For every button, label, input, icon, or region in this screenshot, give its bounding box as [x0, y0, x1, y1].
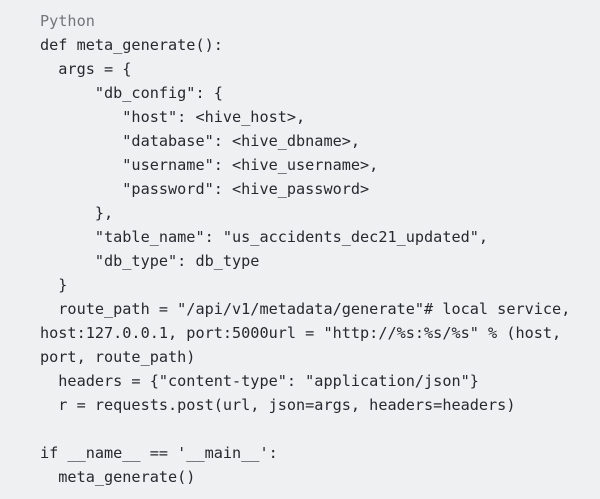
- language-label: Python: [40, 12, 95, 30]
- python-code-text: def meta_generate(): args = { "db_config…: [40, 36, 571, 486]
